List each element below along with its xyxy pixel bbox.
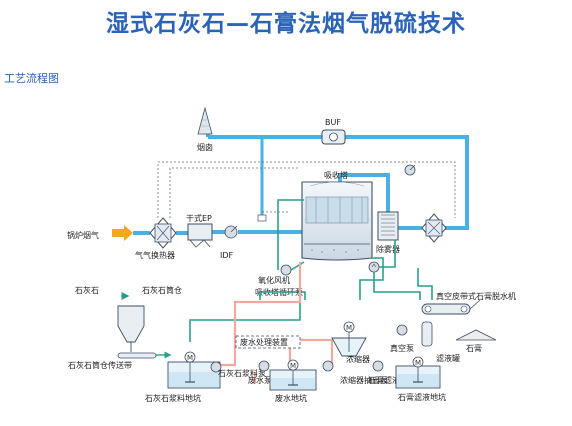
thickener-pump-label: 浓缩器抽出泵 [340,375,388,385]
buf-label: BUF [325,118,341,127]
thickener-label: 浓缩器 [346,354,370,364]
thickener: M [331,321,367,357]
ggh-to-buf-line [345,135,469,230]
absorber-bleed-line [359,257,384,300]
gas-gas-heater-left [149,217,177,249]
belt-filter [421,299,481,315]
makeup-water-line [277,199,304,270]
chimney-label: 烟囱 [197,142,213,152]
wastewater-plant [235,335,301,349]
limestone-silo-label: 石灰石筒仓 [142,285,182,295]
wastewater-plant-label: 废水处理装置 [240,337,288,347]
flue-gas-inlet-arrow [112,225,133,241]
ggh-loop-dashed [157,161,456,218]
recirc-return-line [379,240,396,268]
wastewater-line [259,291,306,300]
svg-text:M: M [290,362,296,370]
svg-text:M: M [415,359,421,367]
oxidation-fan-label: 氧化风机 [258,275,290,285]
filtrate-pit-label: 石膏滤液地坑 [398,392,446,402]
wastewater-pump [258,360,270,372]
filtrate-tank-label: 滤液罐 [436,353,460,363]
belt-filter-label: 真空皮带式石膏脱水机 [436,291,516,301]
ggh-fan [404,164,416,176]
limestone-label: 石灰石 [75,285,99,295]
limestone-slurry-supply [220,262,302,367]
wastewater-slurry-line [288,338,334,365]
page-title: 湿式石灰石—石膏法烟气脱硫技术 [106,11,466,37]
buf-unit [321,129,346,145]
dry-ep-label: 干式EP [186,213,212,223]
flue-gas-lines [133,134,469,235]
wastewater-pit: M [269,359,317,391]
demister-label: 除雾器 [376,244,400,254]
chimney [197,106,213,135]
oxidation-fan [280,264,292,276]
gypsum-label: 石膏 [466,343,482,353]
diagram-subtitle: 工艺流程图 [4,72,59,85]
gas-gas-heater-right [421,213,447,243]
demister [377,211,399,241]
absorber-recirc-pump [368,261,380,273]
limestone-silo [117,305,145,352]
limestone-slurry-pit-label: 石灰石浆料地坑 [145,393,201,403]
limestone-slurry-pump-label: 石灰石浆料泵 [218,368,266,378]
bypass-damper [257,214,267,222]
vacuum-pump [396,324,408,336]
filtrate-pit: M [395,356,441,389]
wastewater-pit-label: 废水地坑 [275,393,307,403]
water-lines [121,199,433,342]
idf-fan [224,225,238,239]
idf-label: IDF [220,251,234,260]
filtrate-tank [421,321,433,347]
gypsum-filtrate-pump [372,360,384,372]
gypsum-pile [455,329,497,341]
absorber-tower [301,181,373,261]
boiler-flue-gas-label: 锅炉烟气 [67,230,99,240]
slurry-lines [220,262,334,383]
thickener-pump [322,360,334,372]
gas-gas-heater-label: 气气换热器 [135,250,175,260]
ggh-inner-dashed [169,167,300,218]
dashed-lines [157,161,456,218]
absorber-label: 吸收塔 [324,170,348,180]
oxidation-air-line [290,261,305,271]
silo-conveyor-label: 石灰石筒仓传送带 [68,360,132,370]
limestone-slurry-pump [210,361,222,373]
svg-text:M: M [187,354,193,362]
gypsum-feed-line [373,272,421,300]
limestone-slurry-line [189,300,301,342]
vacuum-pump-label: 真空泵 [390,343,414,353]
filter-return-line [417,268,433,300]
gypsum-filtrate-pump-label: 石膏滤液泵 [368,375,408,385]
dry-ep [187,223,213,248]
wastewater-pump-label: 废水泵 [248,375,272,385]
silo-conveyor [117,351,172,359]
absorber-to-demister-line [338,173,390,212]
svg-text:M: M [346,324,352,332]
limestone-slurry-pit: M [167,351,221,389]
